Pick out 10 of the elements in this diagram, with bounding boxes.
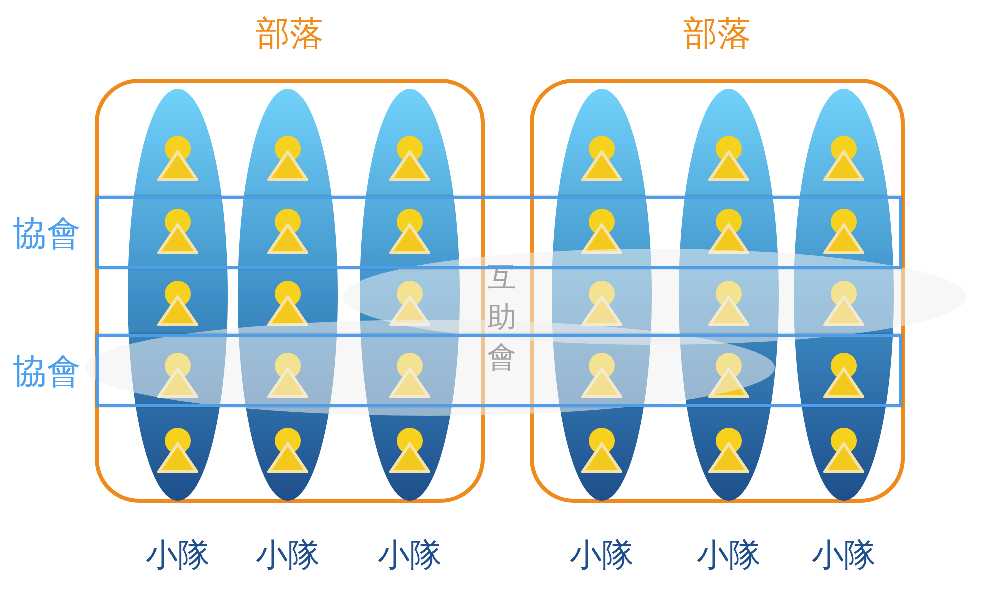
squad-label: 小隊 [145, 539, 211, 571]
squad-label: 小隊 [255, 539, 321, 571]
squad-label: 小隊 [696, 539, 762, 571]
squad-label: 小隊 [377, 539, 443, 571]
tribe-heading: 部落 [682, 17, 752, 51]
chapter-label: 協會 [13, 355, 81, 389]
tribe-heading: 部落 [255, 17, 325, 51]
chapter-label: 協會 [13, 217, 81, 251]
squad-label: 小隊 [569, 539, 635, 571]
squad-label: 小隊 [811, 539, 877, 571]
